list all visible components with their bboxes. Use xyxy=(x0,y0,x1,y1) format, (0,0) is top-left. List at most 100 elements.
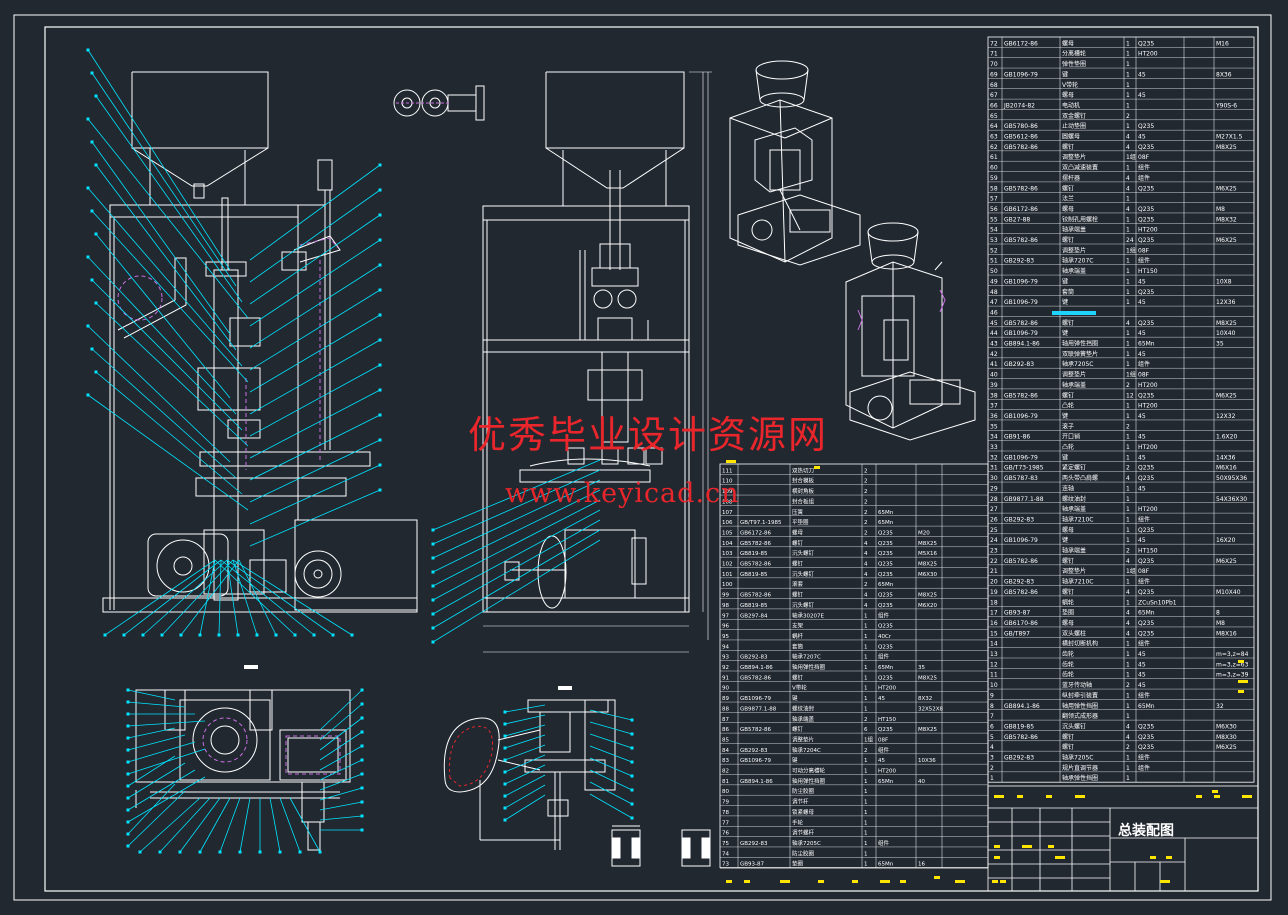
bom-cell: 弹性垫圈 xyxy=(1062,60,1086,68)
bom-cell: 1 xyxy=(1126,713,1130,720)
bom-cell: 组件 xyxy=(1138,174,1150,182)
bom-cell: 1 xyxy=(1126,641,1130,648)
leader-endpoint xyxy=(94,370,98,374)
leader-line xyxy=(95,302,249,447)
side-view-leader-lines xyxy=(431,459,601,644)
bom-cell: 2 xyxy=(864,499,868,505)
leader-endpoint xyxy=(90,71,94,75)
bom-cell: 25 xyxy=(990,527,998,534)
bom-cell: 41 xyxy=(990,361,998,368)
bom-cell: 4 xyxy=(864,562,868,568)
leader-endpoint xyxy=(360,758,364,762)
leader-line xyxy=(249,314,381,393)
bom-cell: 1 xyxy=(1126,765,1130,772)
bom-cell: 45 xyxy=(1138,278,1146,285)
bom-cell: 65Mn xyxy=(878,510,894,516)
bom-cell: 轴承7207C xyxy=(1062,257,1093,265)
bom-cell: M8 xyxy=(1216,620,1225,627)
bom-cell: 16 xyxy=(990,620,998,627)
bom-cell: M8X30 xyxy=(1216,734,1237,741)
leader-line xyxy=(504,714,546,725)
leader-endpoint xyxy=(126,784,130,788)
bom-cell: GB292-83 xyxy=(740,748,768,754)
leader-line xyxy=(226,559,334,636)
bom-cell: GB5782-86 xyxy=(1004,734,1038,741)
leader-endpoint xyxy=(274,633,278,637)
bom-cell: 35 xyxy=(918,665,925,671)
leader-endpoint xyxy=(431,570,435,574)
leader-endpoint xyxy=(86,324,90,328)
bom-cell: 1 xyxy=(1126,341,1130,348)
bom-cell: HT200 xyxy=(1138,403,1158,410)
leader-line xyxy=(123,559,222,636)
leader-line xyxy=(432,519,601,615)
bom-cell: Q235 xyxy=(1138,392,1154,399)
bom-cell: 15 xyxy=(990,630,998,637)
bom-cell: 封合板组 xyxy=(792,497,815,505)
bom-cell: GB1096-79 xyxy=(1004,71,1038,78)
leader-line xyxy=(159,797,211,853)
bom-cell: 1 xyxy=(1126,527,1130,534)
leader-line xyxy=(504,754,546,773)
bom-cell: M8X25 xyxy=(1216,320,1237,327)
cam-mechanism-detail xyxy=(443,699,616,850)
leader-endpoint xyxy=(94,94,98,98)
bom-cell: 88 xyxy=(722,706,729,712)
bom-cell: 102 xyxy=(722,562,733,568)
bom-cell: 套筒 xyxy=(1062,288,1074,296)
leader-line xyxy=(180,559,240,636)
leader-endpoint xyxy=(360,814,364,818)
bom-cell: 12 xyxy=(990,661,998,668)
leader-line xyxy=(249,414,381,481)
leader-endpoint xyxy=(630,802,634,806)
leader-endpoint xyxy=(431,528,435,532)
bom-cell: Q235 xyxy=(1138,237,1154,244)
bom-cell: 4 xyxy=(864,593,868,599)
bom-cell: 支架 xyxy=(792,622,804,630)
bom-cell: 73 xyxy=(722,862,729,868)
bom-cell: 7 xyxy=(990,713,994,720)
leader-endpoint xyxy=(293,633,297,637)
leader-line xyxy=(87,394,249,511)
bom-cell: 1 xyxy=(1126,51,1130,58)
bom-cell: 108 xyxy=(722,499,733,505)
bom-cell: 75 xyxy=(722,841,729,847)
leader-endpoint xyxy=(360,786,364,790)
leader-line xyxy=(504,724,546,737)
bom-cell: 53 xyxy=(990,237,998,244)
bom-cell: 轴承7205C xyxy=(1062,754,1093,762)
leader-line xyxy=(589,781,633,805)
bom-cell: 螺钉 xyxy=(1062,391,1074,399)
bom-cell: 轴承端盖 xyxy=(1062,267,1086,275)
bom-cell: 76 xyxy=(722,831,729,837)
bom-cell: 1 xyxy=(864,779,868,785)
leader-line xyxy=(319,703,363,741)
bom-cell: 1 xyxy=(1126,651,1130,658)
bom-cell: 1组 xyxy=(1126,153,1136,161)
yellow-marker xyxy=(1150,856,1156,859)
bom-cell: M6X25 xyxy=(1216,185,1237,192)
bom-cell: 组件 xyxy=(878,746,890,754)
bom-cell: 79 xyxy=(722,800,729,806)
leader-line xyxy=(127,769,196,811)
bom-cell: 99 xyxy=(722,593,729,599)
leader-endpoint xyxy=(360,828,364,832)
bom-cell: 32 xyxy=(1216,703,1224,710)
bom-cell: 69 xyxy=(990,71,998,78)
leader-line xyxy=(127,755,176,787)
bom-cell: GB5782-86 xyxy=(1004,237,1038,244)
bom-cell: 螺钉 xyxy=(1062,236,1074,244)
leader-line xyxy=(249,264,381,349)
leader-endpoint xyxy=(126,712,130,716)
bom-cell: 1 xyxy=(864,613,868,619)
bom-cell: 1 xyxy=(1126,361,1130,368)
bom-cell: 40Cr xyxy=(878,634,892,640)
bom-cell: GB1096-79 xyxy=(1004,330,1038,337)
leader-line xyxy=(589,757,633,777)
bom-cell: 1 xyxy=(1126,579,1130,586)
bom-cell: 1 xyxy=(1126,258,1130,265)
bom-cell: GB894.1-86 xyxy=(740,779,773,785)
bom-cell: 螺母 xyxy=(1062,91,1074,99)
leader-line xyxy=(432,469,601,545)
